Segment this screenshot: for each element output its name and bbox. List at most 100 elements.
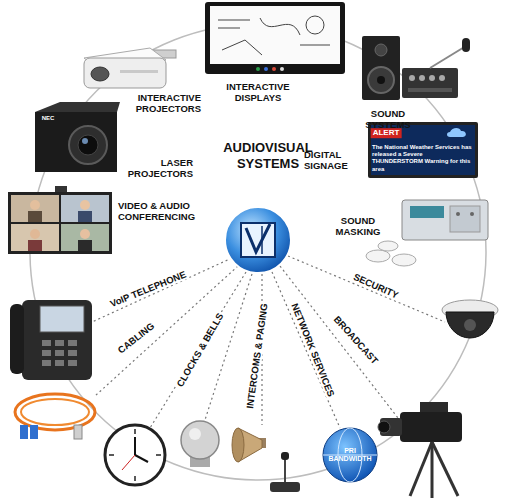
laser-projector-icon bbox=[35, 102, 120, 172]
video-conference-icon-part bbox=[80, 200, 90, 210]
interactive-display-icon-part bbox=[264, 67, 268, 71]
intercom-horn-icon bbox=[232, 428, 300, 492]
laser-projector-icon-part bbox=[82, 138, 88, 144]
video-conference-icon-part bbox=[61, 195, 109, 222]
category-label: DIGITAL SIGNAGE bbox=[304, 149, 362, 172]
sound-masking-icon-part bbox=[456, 212, 460, 216]
voip-phone-icon-part-part bbox=[42, 360, 51, 366]
spoke-lines bbox=[92, 256, 445, 428]
digital-signage-icon-part bbox=[371, 125, 475, 175]
clock-icon-part-part bbox=[156, 454, 161, 456]
voip-phone-icon-part bbox=[40, 306, 84, 332]
digital-signage-icon bbox=[368, 122, 478, 178]
network-globe-icon-part bbox=[323, 428, 377, 482]
voip-phone-icon bbox=[10, 300, 92, 380]
digital-signage-icon-part bbox=[447, 128, 466, 137]
interactive-display-icon-part bbox=[205, 2, 345, 74]
video-conference-icon-part bbox=[11, 195, 59, 222]
globe-caption: PRI BANDWIDTH bbox=[326, 447, 374, 464]
intercom-horn-icon-part bbox=[270, 482, 300, 492]
clock-icon-part-part bbox=[134, 429, 136, 434]
laser-projector-icon-part bbox=[69, 126, 107, 164]
digital-signage-icon-part bbox=[368, 122, 478, 178]
security-camera-icon-part bbox=[464, 319, 476, 331]
category-label: SECURITY bbox=[350, 270, 402, 302]
interactive-projector-icon bbox=[84, 48, 176, 88]
sound-system-icon-part bbox=[429, 75, 435, 81]
category-label: SOUND MASKING bbox=[329, 215, 387, 238]
interactive-projector-icon-part bbox=[91, 67, 109, 81]
broadcast-camera-icon-part bbox=[410, 442, 432, 496]
spoke-lines-part bbox=[288, 256, 445, 322]
category-label: CLOCKS & BELLS bbox=[173, 309, 227, 390]
sound-system-icon-part bbox=[368, 67, 394, 93]
cabling-icon-part bbox=[74, 425, 82, 439]
category-label: CABLING bbox=[114, 319, 158, 357]
spoke-lines-part bbox=[272, 272, 340, 428]
category-label: VoIP TELEPHONE bbox=[106, 268, 189, 310]
voip-phone-icon-part-part bbox=[68, 340, 77, 346]
interactive-projector-icon-part bbox=[84, 58, 166, 88]
broadcast-camera-icon-part bbox=[431, 442, 434, 498]
cabling-icon-part bbox=[20, 425, 28, 439]
category-label: BROADCAST bbox=[330, 312, 382, 368]
laser-projector-icon-part bbox=[35, 102, 120, 112]
voip-phone-icon-part-part bbox=[42, 340, 51, 346]
video-conference-icon-part bbox=[78, 240, 92, 251]
category-label: INTERCOMS & PAGING bbox=[244, 301, 271, 411]
sound-system-icon-part bbox=[377, 76, 385, 84]
signage-message: The National Weather Services has releas… bbox=[372, 144, 472, 173]
spoke-lines-part bbox=[95, 266, 238, 396]
network-globe-icon bbox=[323, 428, 377, 482]
video-conference-icon-part bbox=[30, 200, 40, 210]
voip-phone-icon-part-part bbox=[68, 360, 77, 366]
sound-masking-icon-part bbox=[378, 241, 398, 251]
sound-system-icon-part bbox=[409, 75, 415, 81]
cabling-icon-part bbox=[15, 394, 95, 430]
projector-brand: NEC bbox=[42, 115, 55, 122]
clock-icon bbox=[105, 425, 165, 485]
video-conference-icon-part bbox=[28, 211, 42, 222]
voip-phone-icon-part bbox=[10, 304, 24, 374]
category-label: LASER PROJECTORS bbox=[121, 157, 193, 180]
video-conference-icon-part bbox=[30, 229, 40, 239]
category-label: INTERACTIVE PROJECTORS bbox=[119, 92, 201, 115]
voip-phone-icon-part-part bbox=[55, 350, 64, 356]
cabling-icon bbox=[15, 394, 95, 439]
laser-projector-icon-part bbox=[35, 112, 117, 172]
intercom-horn-icon-part bbox=[281, 452, 289, 460]
voip-phone-icon-part bbox=[22, 300, 92, 380]
clock-icon-part bbox=[109, 429, 161, 481]
company-logo-part bbox=[225, 207, 291, 273]
clock-icon-part bbox=[122, 455, 135, 470]
video-conference-icon-part bbox=[11, 224, 59, 251]
category-label: INTERACTIVE DISPLAYS bbox=[212, 81, 304, 104]
interactive-display-icon-part bbox=[306, 16, 324, 34]
video-conference-icon bbox=[8, 186, 112, 254]
security-camera-icon-part bbox=[446, 312, 494, 338]
video-conference-icon-part bbox=[8, 192, 112, 254]
security-camera-icon bbox=[442, 300, 498, 338]
sound-masking-icon-part bbox=[366, 250, 390, 262]
interactive-display-icon-part bbox=[272, 67, 276, 71]
sound-masking-icon-part bbox=[450, 206, 480, 232]
sound-system-icon-part bbox=[362, 36, 400, 100]
clock-icon-part bbox=[134, 437, 136, 455]
sound-masking-icon bbox=[366, 200, 488, 266]
company-logo-part bbox=[261, 226, 263, 254]
alert-badge: ALERT bbox=[371, 128, 402, 138]
voip-phone-icon-part-part bbox=[68, 350, 77, 356]
broadcast-camera-icon-part bbox=[400, 412, 462, 442]
clock-icon-part bbox=[135, 455, 148, 462]
interactive-display-icon-part bbox=[218, 18, 330, 55]
video-conference-icon-part bbox=[78, 211, 92, 222]
company-logo-part bbox=[241, 223, 275, 257]
bell-icon bbox=[181, 421, 219, 467]
sound-system-icon bbox=[362, 36, 470, 100]
sound-system-icon-part bbox=[402, 68, 458, 98]
company-logo-part bbox=[246, 224, 270, 252]
voip-phone-icon-part-part bbox=[55, 360, 64, 366]
video-conference-icon-part bbox=[80, 229, 90, 239]
